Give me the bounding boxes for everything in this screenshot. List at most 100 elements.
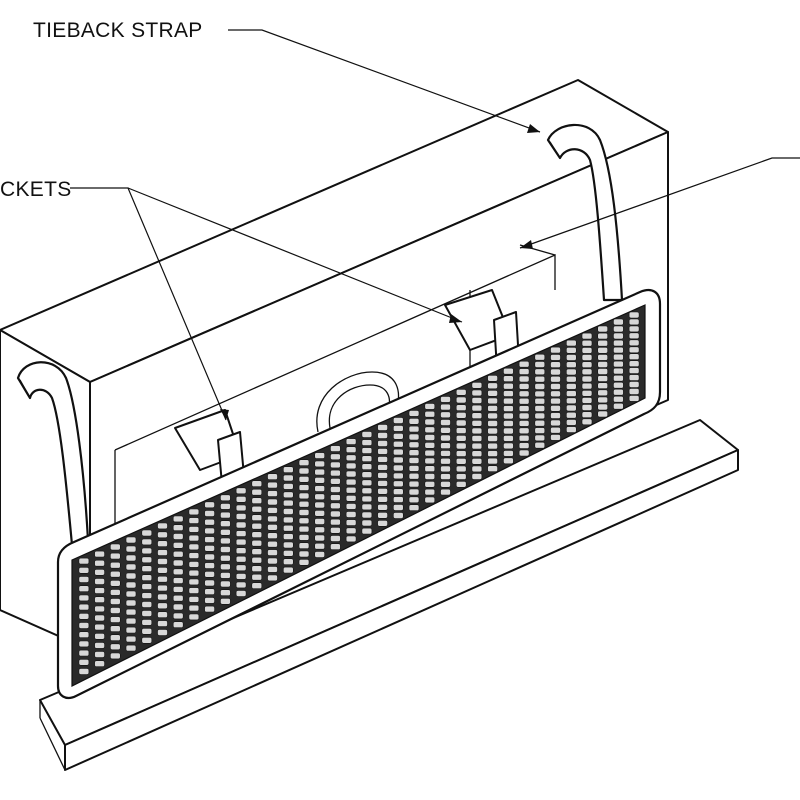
grille-cell bbox=[471, 427, 483, 435]
grille-cell bbox=[251, 565, 263, 573]
grille-cell bbox=[282, 491, 294, 499]
grille-cell bbox=[125, 626, 137, 634]
grille-cell bbox=[408, 441, 420, 449]
grille-cell bbox=[424, 434, 436, 441]
grille-cell bbox=[298, 525, 310, 533]
grille-cell bbox=[314, 534, 326, 542]
grille-cell bbox=[235, 538, 247, 546]
grille-cell bbox=[220, 494, 231, 502]
grille-cell bbox=[565, 397, 577, 405]
grille-cell bbox=[345, 494, 357, 502]
grille-cell bbox=[220, 589, 231, 597]
grille-cell bbox=[503, 405, 514, 412]
grille-cell bbox=[565, 383, 577, 390]
grille-cell bbox=[487, 389, 498, 397]
grille-cell bbox=[518, 420, 530, 427]
grille-cell bbox=[424, 480, 436, 488]
brackets-label: CKETS bbox=[0, 178, 72, 201]
grille-cell bbox=[251, 522, 263, 530]
grille-cell bbox=[550, 434, 561, 441]
grille-cell bbox=[440, 465, 451, 473]
grille-cell bbox=[361, 527, 373, 535]
grille-cell bbox=[314, 468, 326, 476]
grille-cell bbox=[455, 457, 467, 465]
grille-cell bbox=[125, 644, 137, 652]
grille-cell bbox=[581, 404, 593, 411]
grille-cell bbox=[345, 462, 357, 470]
grille-cell bbox=[220, 554, 231, 562]
grille-cell bbox=[220, 597, 231, 605]
grille-cell bbox=[235, 590, 247, 597]
grille-cell bbox=[141, 547, 153, 555]
grille-cell bbox=[534, 412, 546, 420]
grille-cell bbox=[125, 572, 137, 580]
grille-cell bbox=[110, 561, 121, 569]
grille-cell bbox=[581, 375, 593, 383]
grille-cell bbox=[361, 479, 373, 487]
grille-cell bbox=[565, 390, 577, 397]
grille-cell bbox=[597, 410, 609, 418]
grille-cell bbox=[298, 550, 310, 558]
grille-cell bbox=[424, 496, 436, 504]
grille-cell bbox=[172, 603, 184, 611]
grille-cell bbox=[440, 396, 451, 403]
grille-cell bbox=[487, 442, 498, 450]
grille-cell bbox=[251, 505, 263, 513]
grille-cell bbox=[314, 485, 326, 492]
grille-cell bbox=[172, 577, 184, 584]
grille-cell bbox=[424, 426, 436, 434]
grille-cell bbox=[581, 411, 593, 419]
base-platform bbox=[39, 419, 739, 771]
grille-cell bbox=[408, 449, 420, 457]
grille-cell bbox=[220, 572, 231, 579]
grille-cell bbox=[628, 388, 640, 395]
grille-cell bbox=[455, 419, 467, 427]
grille-cell bbox=[125, 635, 137, 643]
grille-cell bbox=[188, 561, 200, 568]
grille-cell bbox=[392, 512, 404, 519]
grille-cell bbox=[534, 361, 546, 368]
grille-cell bbox=[518, 434, 530, 442]
grille-cell bbox=[597, 339, 609, 347]
grille-cell bbox=[330, 510, 341, 518]
grille-cell bbox=[597, 389, 609, 397]
grille-cell bbox=[487, 405, 498, 412]
grille-cell bbox=[157, 558, 168, 565]
grille-cell bbox=[282, 541, 294, 549]
grille-cell bbox=[345, 470, 357, 478]
grille-cell bbox=[188, 569, 200, 577]
grille-cell bbox=[220, 528, 231, 536]
grille-cell bbox=[581, 347, 593, 354]
grille-cell bbox=[78, 649, 90, 657]
grille-cell bbox=[377, 472, 388, 479]
grille-cell bbox=[392, 496, 404, 503]
grille-cell bbox=[424, 441, 436, 449]
grille-cell bbox=[330, 469, 341, 477]
grille-cell bbox=[314, 526, 326, 534]
grille-cell bbox=[330, 535, 341, 542]
grille-cell bbox=[220, 537, 231, 545]
grille-cell bbox=[361, 487, 373, 495]
grille-cell bbox=[110, 552, 121, 560]
grille-cell bbox=[251, 514, 263, 522]
grille-cell bbox=[282, 566, 294, 574]
grille-cell bbox=[298, 517, 310, 525]
grille-cell bbox=[424, 418, 436, 426]
grille-cell bbox=[581, 382, 593, 390]
grille-cell bbox=[110, 652, 121, 660]
grille-cell bbox=[503, 397, 514, 405]
grille-cell bbox=[235, 495, 247, 503]
grille-cell bbox=[440, 450, 451, 457]
grille-cell bbox=[298, 484, 310, 491]
grille-cell bbox=[440, 480, 451, 488]
grille-cell bbox=[220, 520, 231, 528]
grille-cell bbox=[471, 412, 483, 420]
grille-cell bbox=[235, 555, 247, 563]
grille-cell bbox=[424, 488, 436, 496]
grille-cell bbox=[628, 346, 640, 354]
grille-cell bbox=[267, 490, 278, 497]
grille-cell bbox=[534, 441, 546, 449]
grille-cell bbox=[471, 442, 483, 450]
grille-cell bbox=[267, 498, 278, 506]
grille-cell bbox=[157, 540, 168, 548]
